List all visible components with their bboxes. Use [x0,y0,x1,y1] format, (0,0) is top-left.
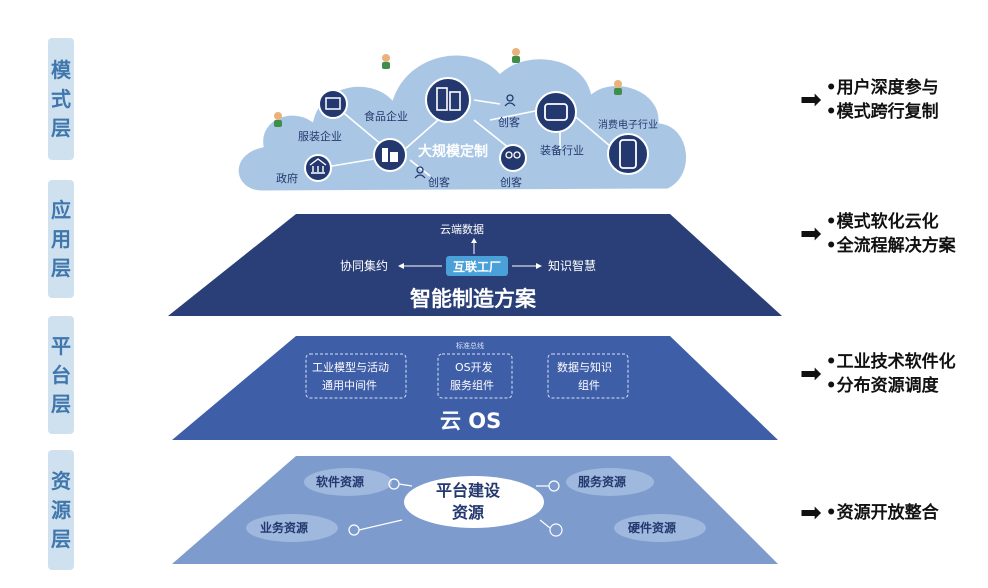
plug-icon [348,519,403,536]
tab-char: 用 [51,226,71,251]
platform-box [305,353,407,399]
layer-tab-application: 应 用 层 [48,180,74,298]
platform-title: 云 OS [440,409,501,433]
tab-char: 模 [51,57,71,82]
cloud-node-food: 食品企业 [364,109,408,123]
platform-resource-ellipse [404,476,544,528]
bullet-text: •模式跨行复制 [825,102,939,122]
bullet-text: •用户深度参与 [825,78,939,98]
cloud-maker-label: 创客 [500,175,522,189]
cloud-node-electronics: 消费电子行业 [598,118,658,131]
tab-char: 层 [51,391,71,416]
cloud-node-garment: 服装企业 [298,129,342,143]
bullet-text: •工业技术软件化 [825,352,956,372]
cloud-maker-label: 创客 [428,175,450,189]
resource-pad [246,514,338,542]
cloud-center-label: 大规模定制 [418,143,488,160]
tab-char: 资 [51,468,71,493]
plug-icon [388,478,413,490]
bullets-resource: ➡ •资源开放整合 [800,500,939,526]
right-arrow-icon: ➡ [800,359,822,389]
bullets-application: ➡ •模式软化云化 •全流程解决方案 [800,210,956,258]
tab-char: 应 [51,197,71,222]
plug-icon [539,519,563,537]
platform-box-line: 数据与知识 [557,360,612,374]
garment-icon [318,89,348,119]
maker-person-icon [414,166,426,179]
platform-box [547,353,629,399]
interconnected-factory-box [446,256,508,276]
government-icon [304,154,332,182]
maker-icon [499,144,527,172]
tab-char: 源 [51,497,71,522]
resource-pad [614,514,706,542]
tab-char: 式 [51,86,71,111]
person-icon [512,48,520,63]
resource-service: 服务资源 [578,474,626,489]
tab-char: 台 [51,362,71,387]
person-icon [274,112,282,127]
platform-box [437,353,513,399]
platform-box-line: OS开发 [455,360,493,374]
resource-hardware: 硬件资源 [628,520,676,535]
person-icon [614,80,622,95]
right-arrow-head [536,263,542,269]
tab-char: 层 [51,526,71,551]
cloud-shape [235,52,690,194]
phone-icon [607,133,649,175]
bullet-text: •资源开放整合 [825,503,939,523]
resource-pad [304,468,392,496]
factory-icon [373,138,407,172]
resource-center-line: 资源 [452,503,484,522]
layer-tab-resource: 资 源 层 [48,450,74,570]
resource-center-line: 平台建设 [436,481,501,500]
platform-box-line: 通用中间件 [322,379,377,392]
app-center-label: 互联工厂 [453,260,501,274]
platform-box-line: 组件 [578,378,600,392]
plug-icon [536,480,560,492]
resource-software: 软件资源 [316,474,364,489]
app-title: 智能制造方案 [410,287,537,311]
up-arrow-head [471,238,477,243]
equipment-icon [535,91,577,133]
left-arrow-head [398,263,404,269]
bullet-text: •全流程解决方案 [825,236,956,256]
resource-pad [566,468,654,496]
maker-person-icon [504,94,516,107]
cloud-node-gov: 政府 [276,171,298,185]
bullet-text: •分布资源调度 [825,376,939,396]
bullets-model: ➡ •用户深度参与 •模式跨行复制 [800,76,939,124]
bullets-platform: ➡ •工业技术软件化 •分布资源调度 [800,350,956,398]
layer-tab-model: 模 式 层 [48,38,74,160]
platform-box-line: 服务组件 [450,378,494,392]
right-arrow-icon: ➡ [800,85,822,115]
right-arrow-icon: ➡ [800,219,822,249]
right-arrow-icon: ➡ [800,498,822,528]
appliance-icon [425,77,471,123]
app-right-label: 知识智慧 [548,258,596,273]
tab-char: 平 [51,333,71,358]
person-icon [382,54,390,69]
platform-bus-label: 标准总线 [456,341,484,350]
bullet-text: •模式软化云化 [825,212,939,232]
tab-char: 层 [51,255,71,280]
cloud-node-equip: 装备行业 [540,143,584,157]
resource-business: 业务资源 [260,520,308,535]
platform-box-line: 工业模型与活动 [312,360,389,374]
app-top-label: 云端数据 [440,222,484,236]
platform-layer-shape [172,336,778,440]
cloud-maker-label: 创客 [498,115,520,129]
app-left-label: 协同集约 [340,258,388,273]
tab-char: 层 [51,115,71,140]
layer-tab-platform: 平 台 层 [48,316,74,434]
